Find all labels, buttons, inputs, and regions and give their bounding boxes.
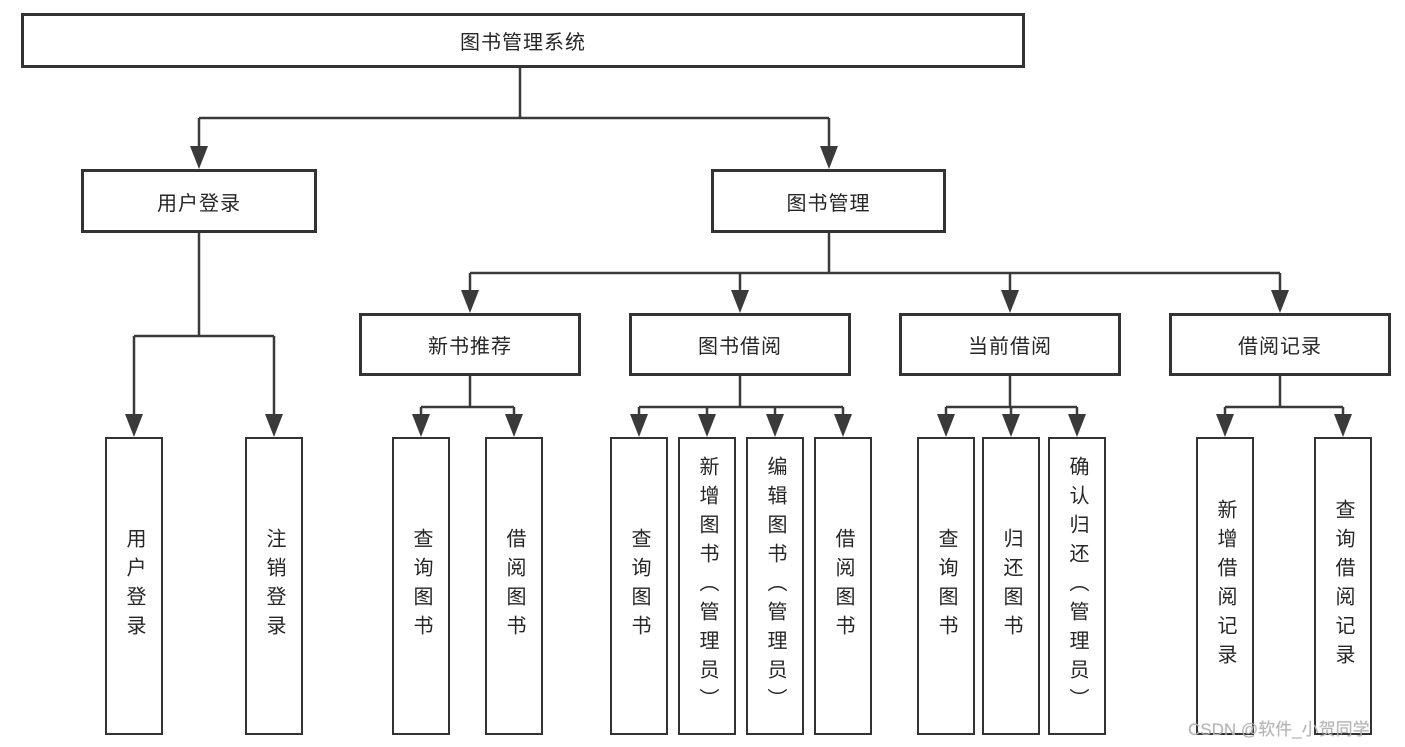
node-borrow-records-label: 借阅记录 xyxy=(1238,336,1322,358)
leaf-user-login: 用户登录 xyxy=(105,437,163,735)
leaf-newbook-query-books: 查询图书 xyxy=(392,437,450,735)
leaf-borrow-edit-books-admin-label: 编辑图书（管理员） xyxy=(764,455,786,717)
leaf-borrow-edit-books-admin: 编辑图书（管理员） xyxy=(746,437,804,735)
node-user-login: 用户登录 xyxy=(81,169,317,233)
leaf-newbook-borrow-books: 借阅图书 xyxy=(485,437,543,735)
leaf-borrow-borrow-books-label: 借阅图书 xyxy=(832,528,854,644)
leaf-current-return-books-label: 归还图书 xyxy=(1000,528,1022,644)
leaf-borrow-query-books: 查询图书 xyxy=(610,437,668,735)
leaf-current-query-books-label: 查询图书 xyxy=(935,528,957,644)
node-new-book-recommend: 新书推荐 xyxy=(359,313,581,376)
watermark: CSDN @软件_小贺同学 xyxy=(1188,720,1370,739)
leaf-borrow-add-books-admin: 新增图书（管理员） xyxy=(678,437,736,735)
node-borrow-records: 借阅记录 xyxy=(1169,313,1391,376)
leaf-borrow-query-books-label: 查询图书 xyxy=(628,528,650,644)
node-library-system-label: 图书管理系统 xyxy=(460,32,586,54)
node-book-borrow: 图书借阅 xyxy=(629,313,851,376)
leaf-current-confirm-return-admin: 确认归还（管理员） xyxy=(1048,437,1106,735)
leaf-records-add-label: 新增借阅记录 xyxy=(1214,499,1236,673)
node-current-borrow: 当前借阅 xyxy=(899,313,1121,376)
leaf-newbook-query-books-label: 查询图书 xyxy=(410,528,432,644)
leaf-borrow-add-books-admin-label: 新增图书（管理员） xyxy=(696,455,718,717)
leaf-user-login-label: 用户登录 xyxy=(123,528,145,644)
leaf-logout-login-label: 注销登录 xyxy=(263,528,285,644)
leaf-current-query-books: 查询图书 xyxy=(917,437,975,735)
leaf-records-query: 查询借阅记录 xyxy=(1314,437,1372,735)
node-book-management-label: 图书管理 xyxy=(786,192,871,215)
node-new-book-recommend-label: 新书推荐 xyxy=(428,336,512,358)
leaf-records-add: 新增借阅记录 xyxy=(1196,437,1254,735)
leaf-current-return-books: 归还图书 xyxy=(982,437,1040,735)
node-user-login-label: 用户登录 xyxy=(157,192,241,215)
leaf-newbook-borrow-books-label: 借阅图书 xyxy=(503,528,525,644)
leaf-current-confirm-return-admin-label: 确认归还（管理员） xyxy=(1066,455,1088,717)
leaf-logout-login: 注销登录 xyxy=(245,437,303,735)
node-book-management: 图书管理 xyxy=(711,169,946,233)
node-library-system: 图书管理系统 xyxy=(21,13,1025,68)
leaf-borrow-borrow-books: 借阅图书 xyxy=(814,437,872,735)
leaf-records-query-label: 查询借阅记录 xyxy=(1332,499,1354,673)
node-book-borrow-label: 图书借阅 xyxy=(698,336,782,358)
node-current-borrow-label: 当前借阅 xyxy=(968,336,1052,358)
